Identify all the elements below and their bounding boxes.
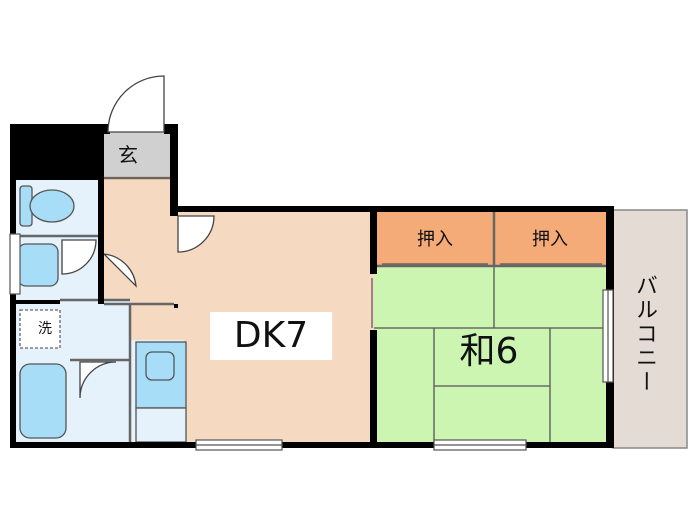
entrance-floor: [104, 132, 170, 176]
balcony-label: バルコニー: [632, 274, 657, 394]
tatami-seams: [374, 266, 608, 444]
bath-door-icon: [79, 361, 117, 399]
toilet-bowl-icon: [29, 189, 75, 223]
dk-door-icon: [177, 215, 215, 253]
washbasin-icon: [17, 243, 59, 287]
bathtub-icon: [19, 363, 67, 439]
balcony-floor: [612, 209, 688, 449]
tatami-floor: [374, 266, 608, 444]
doors: [61, 75, 215, 399]
washer-icon: [19, 309, 61, 349]
closet-right-floor: [494, 210, 608, 266]
sink-bowl-icon: [145, 351, 175, 381]
fixtures: [17, 185, 187, 443]
closet-left-label: 押入: [417, 229, 453, 250]
entrance-label: 玄: [118, 143, 138, 167]
windows: [9, 233, 614, 451]
hall-door-icon: [103, 253, 137, 288]
stove-icon: [135, 407, 187, 443]
entry-door-icon: [107, 75, 165, 133]
sliding-doors: [371, 263, 602, 328]
closet-right-label: 押入: [532, 229, 568, 250]
room-dk-label: DK7: [210, 312, 332, 360]
room-washitsu-label: 和6: [459, 331, 519, 372]
closet-left-floor: [374, 210, 494, 266]
washer-label: 洗: [38, 321, 52, 337]
toilet-door-icon: [61, 239, 97, 275]
